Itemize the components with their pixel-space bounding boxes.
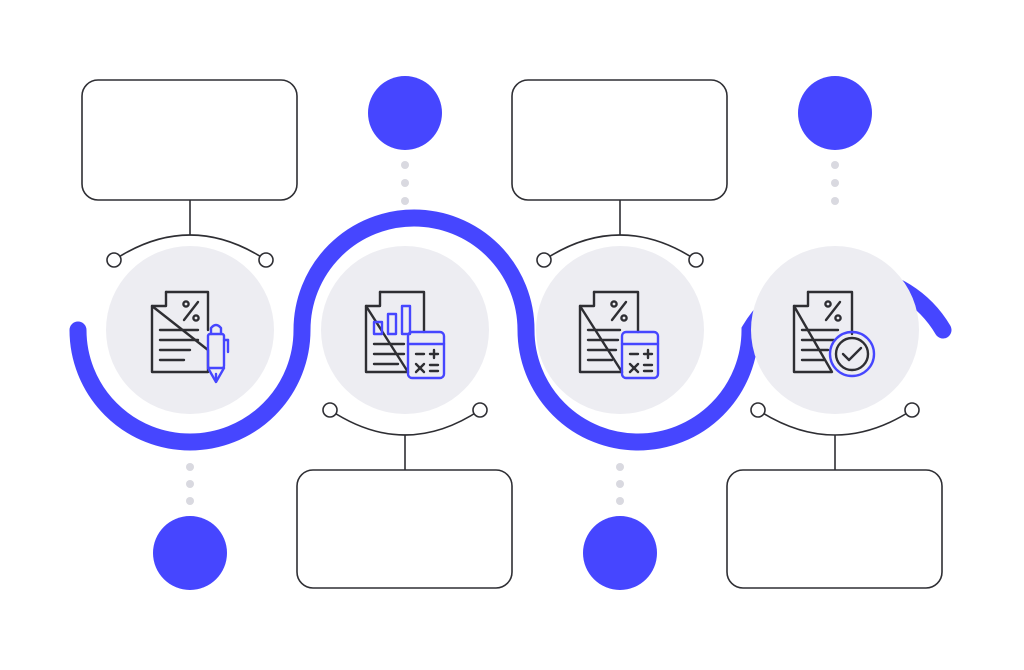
report-calculator-icon (364, 290, 446, 380)
connector-step-2 (322, 402, 488, 470)
accent-marker-step-2 (368, 76, 442, 205)
text-box-step-1 (81, 79, 298, 201)
tax-document-pen-icon (150, 290, 230, 384)
tax-document-check-icon (792, 290, 876, 378)
text-box-step-2 (296, 469, 513, 589)
connector-step-1 (106, 200, 274, 268)
accent-marker-step-3 (583, 463, 657, 590)
text-box-step-3 (511, 79, 728, 201)
text-box-step-4 (726, 469, 943, 589)
connector-step-3 (536, 200, 704, 268)
connector-step-4 (750, 402, 920, 470)
tax-calculator-icon (578, 290, 660, 380)
accent-marker-step-4 (798, 76, 872, 205)
step-circle-2 (321, 246, 489, 414)
accent-marker-step-1 (153, 463, 227, 590)
